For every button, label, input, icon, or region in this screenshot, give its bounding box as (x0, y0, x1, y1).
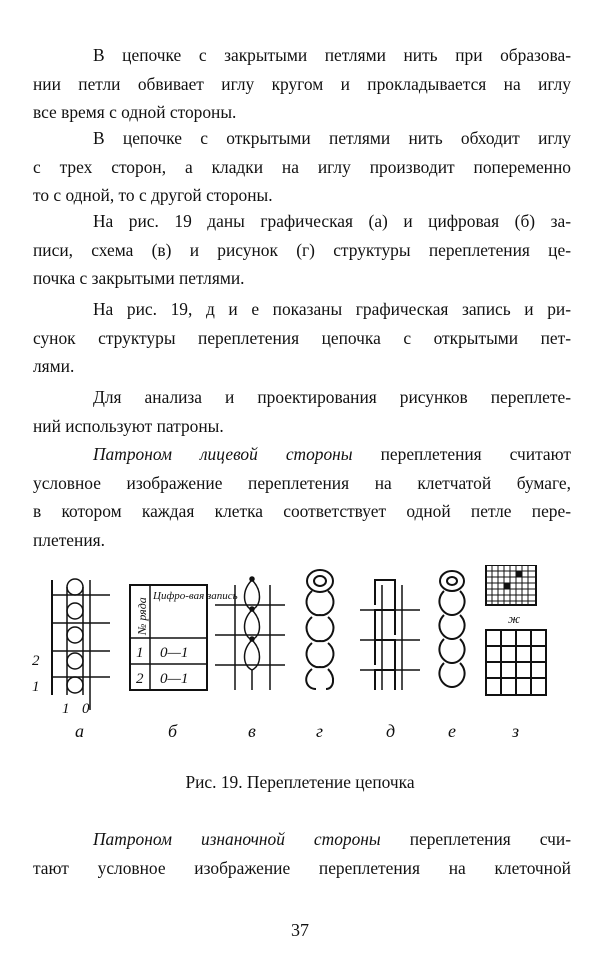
text-line: то с одной, то с другой стороны. (33, 185, 273, 206)
paragraph-closed-loops: В цепочке с закрытыми петлями нить при о… (33, 41, 571, 127)
text-line: почка с закрытыми петлями. (33, 268, 245, 289)
text-line: писи, схема (в) и рисунок (г) структуры … (33, 239, 571, 260)
text-line: В цепочке с открытыми петлями нить обход… (93, 128, 571, 148)
panel-label-v: в (248, 721, 256, 741)
page-number: 37 (291, 920, 309, 940)
text-line: В цепочке с закрытыми петлями нить при о… (93, 45, 571, 65)
text-line: все время с одной стороны. (33, 102, 237, 123)
row-label: 1 (32, 679, 40, 695)
inset-label-zh: ж (508, 611, 520, 626)
text-line: с трех сторон, а кладки на иглу производ… (33, 156, 571, 177)
text-line: На рис. 19 даны графическая (а) и цифров… (93, 211, 571, 231)
paragraph-open-loops: В цепочке с открытыми петлями нить обход… (33, 124, 571, 210)
panel-b-table (129, 584, 208, 691)
figure-drawing: 2 1 1 0 № ряда Цифро-вая запись 1 0—1 2 … (32, 564, 547, 741)
text-line: тают условное изображение переплетения н… (33, 857, 571, 878)
panel-v-scheme (215, 576, 285, 690)
text-line: нии петли обвивает иглу кругом и проклад… (33, 73, 571, 94)
table-header-row-number: № ряда (135, 597, 149, 636)
text-line: условное изображение переплетения на кле… (33, 472, 571, 493)
paragraph-fig-ref-a-g: На рис. 19 даны графическая (а) и цифров… (33, 207, 571, 293)
needle-label: 0 (82, 701, 90, 717)
text-line: Патроном изнаночной стороны переплетения… (93, 829, 571, 849)
table-cell: 1 (136, 645, 144, 661)
panel-z-grid (485, 629, 547, 696)
text-line: На рис. 19, д и е показаны графическая з… (93, 299, 571, 319)
figure-19-chain-weave: 2 1 1 0 № ряда Цифро-вая запись 1 0—1 2 … (30, 564, 575, 750)
italic-term: Патроном лицевой стороны (93, 444, 353, 464)
table-cell: 0—1 (160, 645, 188, 661)
text-line: сунок структуры переплетения цепочка с о… (33, 327, 571, 348)
panel-zh-grid (485, 564, 537, 606)
table-header-notation: Цифро-вая запись (152, 590, 238, 602)
panel-g-chain (305, 569, 335, 690)
panel-label-e: е (448, 721, 456, 741)
text-line: плетения. (33, 529, 105, 550)
row-label: 2 (32, 653, 40, 669)
panel-label-z: з (511, 721, 519, 741)
panel-e-chain (438, 570, 466, 689)
figure-caption: Рис. 19. Переплетение цепочка (185, 772, 415, 792)
paragraph-face-pattern: Патроном лицевой стороны переплетения сч… (33, 440, 571, 554)
text-line: ний используют патроны. (33, 415, 224, 436)
paragraph-fig-ref-d-e: На рис. 19, д и е показаны графическая з… (33, 295, 571, 381)
panel-d-graphic (360, 579, 420, 690)
panel-a-graphic (51, 578, 110, 710)
table-cell: 0—1 (160, 671, 188, 687)
paragraph-back-pattern: Патроном изнаночной стороны переплетения… (33, 825, 571, 882)
needle-label: 1 (62, 701, 70, 717)
text-line: лями. (33, 356, 75, 377)
panel-label-a: а (75, 721, 84, 741)
text-line: Для анализа и проектирования рисунков пе… (93, 387, 571, 407)
paragraph-patterns: Для анализа и проектирования рисунков пе… (33, 383, 571, 440)
panel-label-d: д (386, 721, 395, 741)
text-line: Патроном лицевой стороны переплетения сч… (93, 444, 572, 464)
text-line: в котором каждая клетка соответствует од… (33, 501, 571, 522)
panel-label-g: г (316, 721, 323, 741)
table-cell: 2 (136, 671, 144, 687)
panel-label-b: б (168, 721, 178, 741)
italic-term: Патроном изнаночной стороны (93, 829, 381, 849)
